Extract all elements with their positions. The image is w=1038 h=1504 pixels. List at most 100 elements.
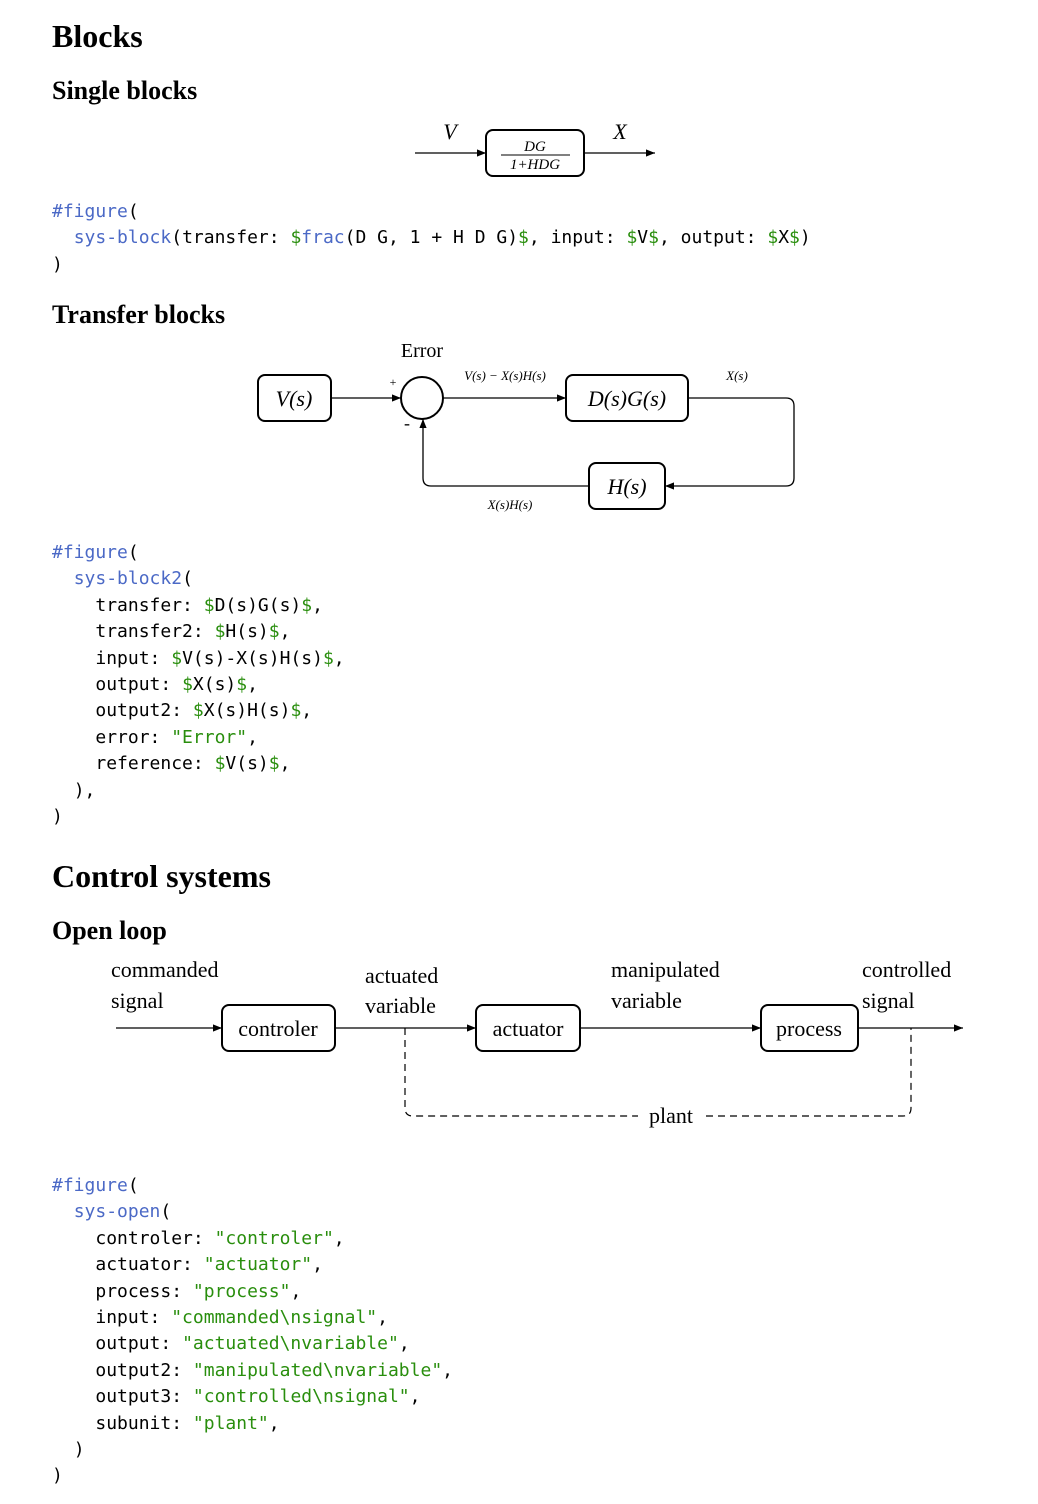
code-token: $ bbox=[214, 753, 226, 775]
code-figure-2: #figure( sys-block2( transfer: $D(s)G(s)… bbox=[52, 540, 345, 830]
code-token: , bbox=[312, 1254, 323, 1276]
heading-blocks: Blocks bbox=[52, 18, 143, 54]
output-label-line1: actuated bbox=[365, 963, 438, 988]
code-token: output2: bbox=[95, 1359, 193, 1381]
code-token: $ bbox=[648, 227, 659, 249]
plant-subunit-outline bbox=[404, 1028, 912, 1117]
code-token: controler: bbox=[95, 1227, 215, 1249]
input-label-line2: signal bbox=[111, 988, 164, 1013]
output3-label-line1: controlled bbox=[862, 957, 951, 982]
single-block-diagram: V X DG 1+HDG bbox=[415, 119, 655, 177]
open-loop-diagram: commanded signal controler actuated vari… bbox=[111, 957, 963, 1128]
code-token: process: bbox=[95, 1280, 193, 1302]
code-token: V bbox=[637, 227, 649, 249]
code-token: ( bbox=[127, 542, 139, 563]
plus-sign: + bbox=[390, 375, 397, 389]
code-token: , bbox=[268, 1412, 280, 1434]
code-token: output2: bbox=[95, 700, 193, 722]
code-token: sys-block2 bbox=[73, 568, 183, 590]
feedback-signal-label: X(s)H(s) bbox=[487, 497, 533, 512]
code-token: ) bbox=[73, 1439, 85, 1461]
transfer-label: D(s)G(s) bbox=[587, 386, 666, 411]
code-token: #figure bbox=[52, 1175, 128, 1196]
code-token: "commanded\nsignal" bbox=[171, 1307, 378, 1329]
fraction-numerator: DG bbox=[523, 139, 546, 155]
code-token: , input: bbox=[528, 227, 627, 249]
code-token: , bbox=[442, 1359, 453, 1381]
code-token: ( bbox=[160, 1201, 172, 1223]
output2-label-line2: variable bbox=[611, 988, 682, 1013]
code-token: $ bbox=[268, 621, 280, 643]
code-token: input: bbox=[95, 647, 172, 669]
code-token: D(s)G(s) bbox=[214, 594, 302, 616]
code-token: $ bbox=[322, 647, 334, 669]
code-token: X(s)H(s) bbox=[203, 700, 291, 722]
output2-label-line1: manipulated bbox=[611, 957, 720, 982]
code-token: $ bbox=[290, 227, 302, 249]
code-token: $ bbox=[626, 227, 638, 249]
code-token: V(s) bbox=[225, 753, 269, 775]
code-token: "actuated\nvariable" bbox=[182, 1333, 399, 1355]
code-token: ) bbox=[799, 227, 811, 249]
code-token: input: bbox=[95, 1307, 172, 1329]
code-token: $ bbox=[290, 700, 302, 722]
code-token: #figure bbox=[52, 542, 128, 563]
code-token: , bbox=[312, 594, 323, 616]
code-token: $ bbox=[268, 753, 280, 775]
code-token: transfer2: bbox=[95, 621, 215, 643]
code-token: , output: bbox=[658, 227, 768, 249]
code-token: "Error" bbox=[171, 726, 248, 748]
code-token: error: bbox=[95, 726, 172, 748]
heading-open-loop: Open loop bbox=[52, 916, 167, 945]
input-label: V bbox=[443, 119, 459, 144]
reference-label: V(s) bbox=[276, 386, 313, 411]
code-token: ) bbox=[52, 806, 63, 828]
input-label-line1: commanded bbox=[111, 957, 219, 982]
input-signal-label: V(s) − X(s)H(s) bbox=[464, 368, 546, 383]
code-token: sys-block bbox=[73, 227, 172, 249]
code-token: (transfer: bbox=[171, 227, 291, 249]
heading-transfer-blocks: Transfer blocks bbox=[52, 300, 226, 329]
code-token: $ bbox=[182, 674, 193, 696]
code-token: "actuator" bbox=[203, 1254, 313, 1276]
code-token: , bbox=[290, 1280, 302, 1302]
output-signal-label: X(s) bbox=[725, 368, 748, 383]
output3-label-line2: signal bbox=[862, 988, 915, 1013]
code-token: , bbox=[333, 1227, 345, 1249]
controler-label: controler bbox=[238, 1016, 318, 1041]
code-token: output3: bbox=[95, 1386, 193, 1408]
code-token: ( bbox=[127, 201, 139, 222]
code-token: output: bbox=[95, 1333, 183, 1355]
output-label-line2: variable bbox=[365, 993, 436, 1018]
code-token: "manipulated\nvariable" bbox=[192, 1359, 443, 1381]
feedback-label: H(s) bbox=[606, 474, 646, 499]
code-token: $ bbox=[236, 674, 248, 696]
code-token: reference: bbox=[95, 753, 215, 775]
code-token: $ bbox=[203, 594, 215, 616]
code-token: sys-open bbox=[73, 1201, 161, 1223]
code-token: "controler" bbox=[214, 1227, 334, 1249]
code-token: ( bbox=[182, 568, 193, 590]
code-token: , bbox=[398, 1333, 410, 1355]
fraction-denominator: 1+HDG bbox=[510, 157, 560, 173]
code-token: ) bbox=[52, 253, 63, 275]
code-token: $ bbox=[214, 621, 226, 643]
code-token: , bbox=[247, 726, 258, 748]
code-token: output: bbox=[95, 674, 183, 696]
code-token: V(s)-X(s)H(s) bbox=[182, 647, 323, 669]
actuator-label: actuator bbox=[493, 1016, 565, 1041]
subunit-label: plant bbox=[649, 1103, 693, 1128]
code-token: H(s) bbox=[225, 621, 269, 643]
error-label: Error bbox=[401, 340, 444, 362]
code-token: , bbox=[301, 700, 313, 722]
heading-control-systems: Control systems bbox=[52, 858, 271, 894]
code-token: "process" bbox=[192, 1280, 291, 1302]
process-label: process bbox=[776, 1016, 842, 1041]
code-token: $ bbox=[789, 227, 800, 249]
transfer-block-diagram: Error V(s) + - V(s) − X(s)H(s) D(s)G(s) … bbox=[257, 340, 795, 512]
code-token: (D G, 1 + H D G) bbox=[344, 227, 519, 249]
code-token: #figure bbox=[52, 201, 128, 222]
code-token: "plant" bbox=[192, 1412, 269, 1434]
code-token: , bbox=[279, 753, 291, 775]
code-token: transfer: bbox=[95, 594, 204, 616]
